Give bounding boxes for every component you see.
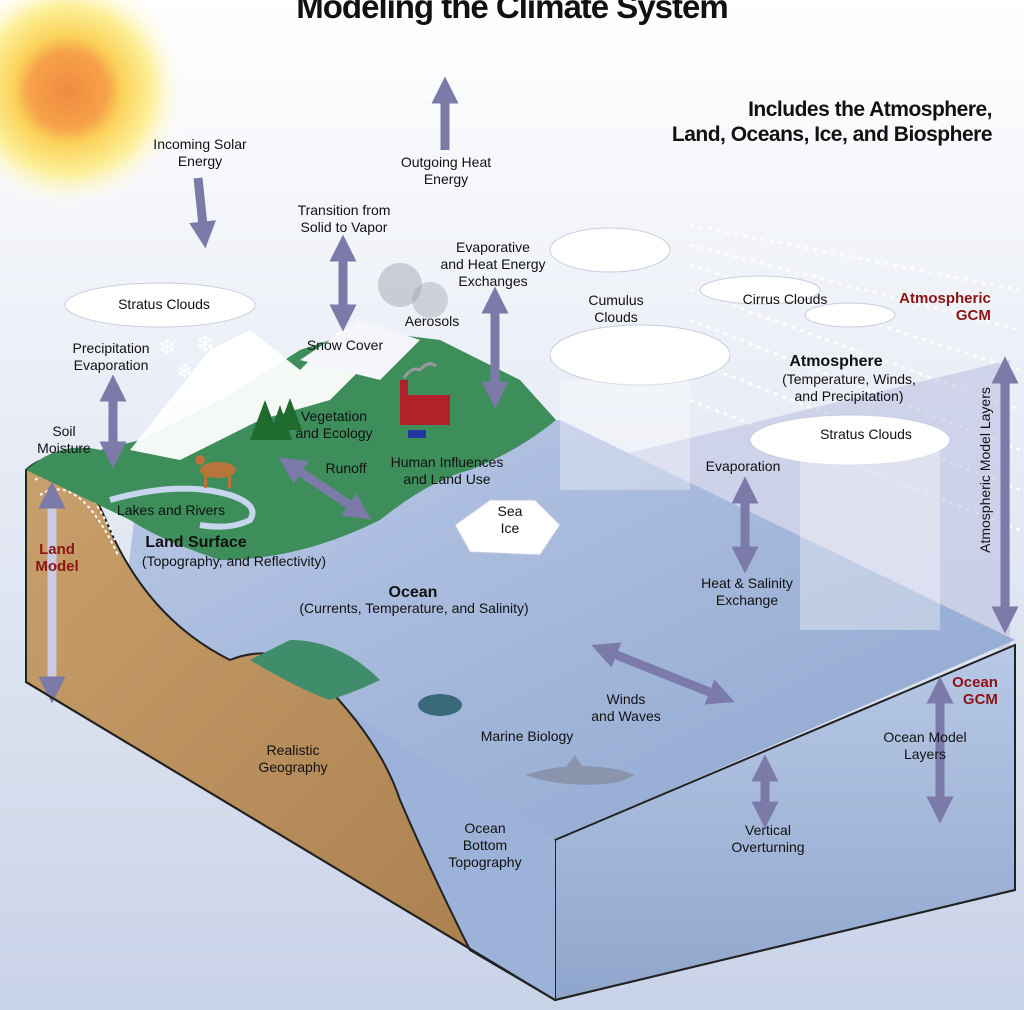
rain-column-right: [800, 450, 940, 630]
arrow-winds: [591, 642, 735, 705]
label-atmosphere-sub: (Temperature, Winds, and Precipitation): [782, 371, 916, 404]
snow-mountain-2: [300, 320, 420, 380]
stratus-cloud-right: [749, 414, 951, 466]
label-stratus-left: Stratus Clouds: [118, 296, 210, 312]
label-ocean-bottom: Ocean Bottom Topography: [448, 820, 522, 870]
ocean-box-outline: [25, 470, 1016, 1002]
snowflake-icon: ❄: [158, 336, 176, 361]
arrow-incoming-solar: [189, 177, 217, 249]
coast-green: [250, 640, 380, 700]
label-geography: Realistic Geography: [258, 742, 328, 775]
label-ocean: Ocean: [388, 584, 438, 601]
label-evaporative: Evaporative and Heat Energy Exchanges: [440, 239, 546, 289]
arrows: [38, 76, 1019, 829]
label-heat-salinity: Heat & Salinity Exchange: [701, 575, 793, 608]
sea-ice: [454, 499, 561, 556]
label-snow-cover: Snow Cover: [306, 337, 384, 353]
label-vertical-overturning: Vertical Overturning: [731, 822, 805, 855]
label-stratus-right: Stratus Clouds: [820, 426, 912, 442]
label-land-model: Land Model: [35, 541, 79, 575]
label-ocean-gcm: Ocean GCM: [952, 674, 998, 708]
label-atm-layers: Atmospheric Model Layers: [977, 387, 993, 553]
label-lakes: Lakes and Rivers: [116, 502, 226, 518]
label-soil-moisture: Soil Moisture: [37, 423, 91, 456]
rain-column-left: [560, 380, 690, 490]
label-human: Human Influences and Land Use: [390, 454, 504, 487]
cumulus-cloud: [549, 227, 731, 386]
tree-icon: [250, 398, 302, 440]
label-evaporation: Evaporation: [705, 458, 781, 474]
label-incoming-solar: Incoming Solar Energy: [153, 136, 247, 169]
deer-icon: [195, 455, 236, 488]
label-ocean-layers: Ocean Model Layers: [883, 729, 967, 762]
turtle-icon: [418, 694, 462, 716]
label-marine-bio: Marine Biology: [480, 728, 574, 744]
snowflake-icon-3: ❄: [176, 359, 193, 383]
aerosol-cloud-2: [412, 282, 448, 318]
shark-icon: [525, 755, 635, 785]
label-ocean-sub: (Currents, Temperature, and Salinity): [299, 600, 529, 616]
label-sea-ice: Sea Ice: [497, 503, 523, 536]
label-land-surface: Land Surface: [145, 534, 247, 551]
sun-icon: [0, 0, 188, 210]
arrow-runoff: [278, 457, 372, 520]
label-atmosphere: Atmosphere: [789, 353, 883, 370]
diagram-subtitle: Includes the Atmosphere, Land, Oceans, I…: [671, 98, 993, 146]
label-atm-gcm: Atmospheric GCM: [899, 290, 991, 324]
label-winds-waves: Winds and Waves: [591, 691, 661, 724]
river: [109, 485, 256, 530]
label-cirrus: Cirrus Clouds: [742, 291, 828, 307]
label-cumulus: Cumulus Clouds: [588, 292, 644, 325]
soil-moisture-lines-2: [39, 488, 119, 556]
label-precip-evap: Precipitation Evaporation: [72, 340, 150, 373]
label-transition: Transition from Solid to Vapor: [297, 202, 391, 235]
land-surface: [26, 330, 556, 560]
factory-icon: [400, 362, 450, 438]
snowflake-icon-2: ❄: [195, 330, 215, 358]
label-outgoing-heat: Outgoing Heat Energy: [400, 154, 492, 187]
cirrus-cloud: [699, 275, 896, 328]
aerosol-cloud: [378, 263, 422, 307]
label-runoff: Runoff: [325, 460, 367, 476]
label-aerosols: Aerosols: [404, 313, 460, 329]
label-vegetation: Vegetation and Ecology: [295, 408, 373, 441]
label-land-surface-sub: (Topography, and Reflectivity): [141, 553, 327, 569]
stratus-cloud-left: [64, 282, 256, 328]
diagram-title: Modeling the Climate System: [296, 0, 728, 25]
